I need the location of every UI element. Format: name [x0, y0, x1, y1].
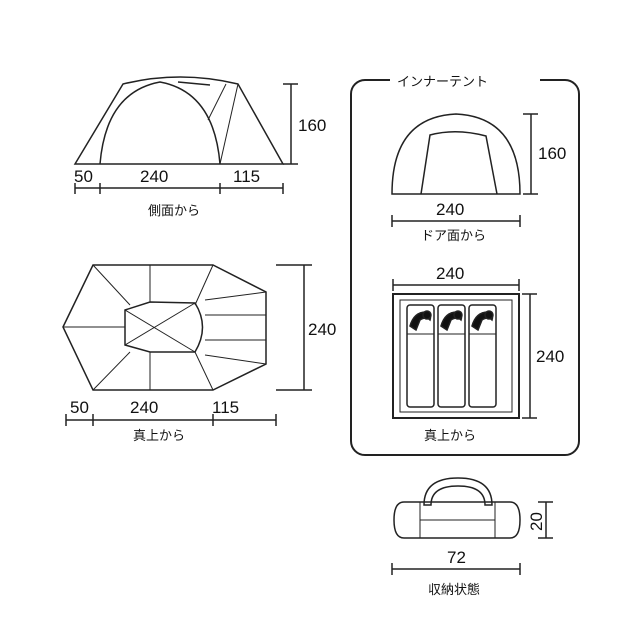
- inner-top-width-label: 240: [436, 264, 464, 283]
- sleeping-bag-2: [437, 304, 466, 408]
- storage-bag-body: [393, 501, 521, 539]
- inner-door-width-label: 240: [436, 200, 464, 219]
- top-w2-label: 240: [130, 398, 158, 417]
- side-caption: 側面から: [148, 204, 200, 219]
- side-w1-label: 50: [74, 167, 93, 186]
- side-view-vent-line: [219, 83, 239, 165]
- side-w3-label: 115: [233, 167, 260, 186]
- inner-door-caption: ドア面から: [421, 229, 486, 244]
- top-caption: 真上から: [133, 429, 185, 444]
- top-height-label: 240: [308, 320, 336, 339]
- storage-width-label: 72: [447, 548, 466, 567]
- top-view-center-hub: [124, 301, 204, 353]
- top-w3-label: 115: [212, 398, 239, 417]
- side-w2-label: 240: [140, 167, 168, 186]
- top-w1-label: 50: [70, 398, 89, 417]
- side-view-pole: [177, 81, 211, 86]
- inner-top-caption: 真上から: [424, 429, 476, 444]
- top-view: [62, 264, 312, 426]
- inner-door-view: [391, 113, 538, 227]
- storage-height-label: 20: [527, 512, 546, 531]
- inner-top-view: [392, 279, 537, 419]
- side-view-vent-line-2: [207, 83, 227, 121]
- inner-top-floor: [392, 293, 520, 419]
- panel-title-bg: [390, 72, 540, 90]
- side-view-door-arch: [99, 81, 221, 165]
- side-view: [73, 76, 298, 194]
- sleeping-bag-1: [406, 304, 435, 408]
- side-view-outline: [73, 76, 285, 165]
- inner-door-height-label: 160: [538, 144, 566, 163]
- sleeping-bag-3: [468, 304, 497, 408]
- inner-door-opening: [420, 131, 498, 195]
- side-height-label: 160: [298, 116, 326, 135]
- inner-top-height-label: 240: [536, 347, 564, 366]
- storage-bag: [391, 477, 553, 575]
- inner-door-outline: [391, 113, 521, 195]
- storage-bag-handle: [423, 477, 493, 506]
- top-view-outline: [62, 264, 267, 391]
- storage-caption: 収納状態: [428, 582, 480, 598]
- inner-tent-title: インナーテント: [397, 75, 488, 90]
